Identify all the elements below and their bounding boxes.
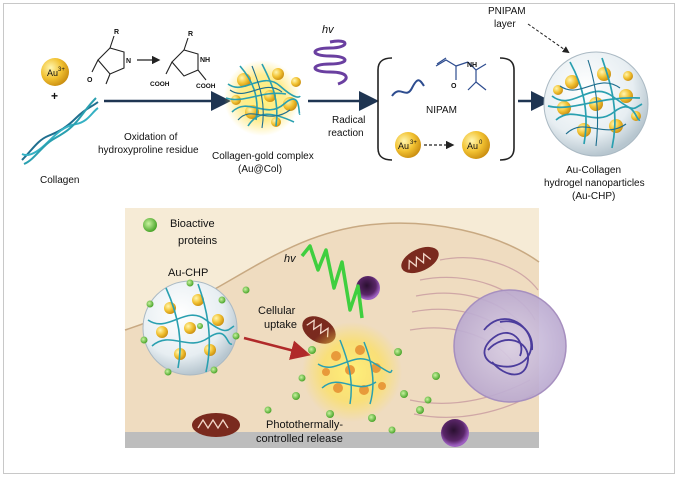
pnipam-strand <box>391 79 425 97</box>
nipam-label: NIPAM <box>426 105 457 116</box>
light-wave-purple <box>313 39 348 86</box>
pnipam-line2: layer <box>494 19 516 30</box>
au3-label: Au <box>47 68 58 78</box>
au-chp-particle-bottom <box>140 279 240 376</box>
releasing-particle <box>292 322 424 422</box>
mol-cooh1: COOH <box>150 81 170 88</box>
au3-ion: Au 3+ <box>41 58 69 86</box>
pnipam-line1: PNIPAM <box>488 6 526 17</box>
mitochondrion-bottom <box>192 413 240 437</box>
vesicle-top <box>356 276 380 300</box>
mol-nh: NH <box>200 57 210 64</box>
plus-sign: + <box>51 89 58 103</box>
product-line1: Au-Collagen <box>566 165 621 176</box>
oxidation-line1: Oxidation of <box>124 132 178 143</box>
mol-cooh2: COOH <box>196 83 216 90</box>
light-wave-green <box>300 244 364 319</box>
photo-line1: Photothermally- <box>266 419 343 431</box>
bioactive-protein-icon <box>143 218 157 232</box>
hydroxyproline-structure <box>91 35 125 85</box>
mol-r2: R <box>188 31 193 38</box>
hv-label-top: hv <box>322 24 335 36</box>
photo-line2: controlled release <box>256 433 343 445</box>
nipam-nh: NH <box>467 62 477 69</box>
mol-o: O <box>87 77 93 84</box>
radical-line1: Radical <box>332 115 365 126</box>
vesicle-bottom <box>441 419 469 447</box>
mol-n: N <box>126 58 131 65</box>
au0-particle: Au 0 <box>462 131 490 159</box>
product-line2: hydrogel nanoparticles <box>544 178 645 189</box>
svg-text:3+: 3+ <box>410 140 417 146</box>
cellular-line2: uptake <box>264 319 297 331</box>
bracket-right <box>499 57 515 161</box>
pnipam-pointer-arrow <box>527 23 570 54</box>
collagen-label: Collagen <box>40 175 79 186</box>
figure-frame <box>3 3 675 474</box>
complex-line2: (Au@Col) <box>238 164 282 175</box>
svg-text:0: 0 <box>479 140 483 146</box>
au3-sup: 3+ <box>58 67 65 73</box>
collagen-gold-complex <box>224 60 301 136</box>
radical-line2: reaction <box>328 128 364 139</box>
complex-line1: Collagen-gold complex <box>212 151 314 162</box>
svg-text:Au: Au <box>467 141 478 151</box>
bioactive-line1: Bioactive <box>170 218 215 230</box>
nipam-o: O <box>451 83 457 90</box>
hv-label-bottom: hv <box>284 253 297 265</box>
au3-ion-box: Au 3+ <box>395 132 421 158</box>
oxidized-structure <box>165 37 207 81</box>
bioactive-line2: proteins <box>178 235 218 247</box>
bracket-left <box>377 57 393 161</box>
au-chp-product <box>543 51 649 157</box>
cellular-line1: Cellular <box>258 305 296 317</box>
oxidation-line2: hydroxyproline residue <box>98 145 199 156</box>
uptake-arrow <box>243 336 311 360</box>
svg-text:Au: Au <box>398 141 409 151</box>
product-line3: (Au-CHP) <box>572 191 615 202</box>
mol-r1: R <box>114 29 119 36</box>
released-proteins <box>242 286 440 434</box>
auchp-label: Au-CHP <box>168 267 208 279</box>
nipam-structure <box>435 57 487 91</box>
mitochondrion-top <box>401 246 439 274</box>
collagen-helix <box>21 97 99 165</box>
